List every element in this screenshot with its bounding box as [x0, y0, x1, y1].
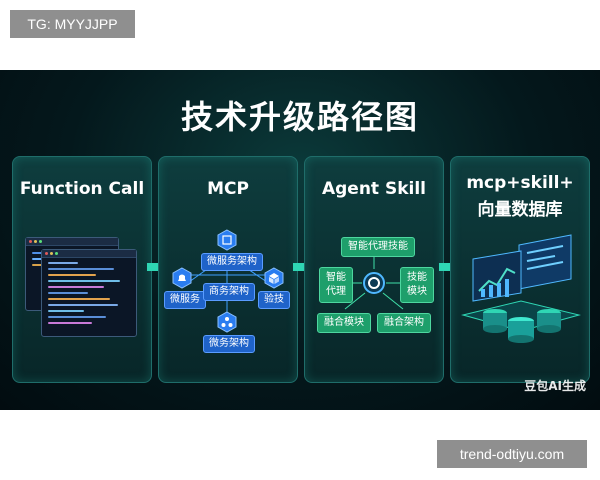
ai-generated-logo: 豆包AI生成 — [524, 379, 586, 393]
bottom-url-label: trend-odtiyu.com — [437, 440, 587, 468]
stage-title-mcp: MCP — [207, 179, 249, 199]
hexagon-chip-icon — [217, 229, 237, 251]
top-tag-label: TG: MYYJJPP — [10, 10, 135, 38]
skill-connector-lines — [344, 255, 404, 310]
code-window-front — [41, 249, 137, 337]
vector-database-illustration-icon — [461, 234, 581, 343]
mcp-node-center: 商务架构 — [203, 283, 255, 301]
cube-icon — [264, 267, 284, 289]
mcp-node-left: 微服务 — [164, 291, 206, 309]
skill-node-bottom-left: 融合模块 — [317, 313, 371, 333]
mcp-node-top: 微服务架构 — [201, 253, 263, 271]
mcp-node-right: 验技 — [258, 291, 290, 309]
banner-title: 技术升级路径图 — [180, 98, 419, 136]
stage-panel-mcp: MCP 微服务架构 微服务 商务架构 验技 — [158, 156, 298, 383]
skill-node-left: 智能 代理 — [319, 267, 353, 303]
stage-title-vector-db-line2: 向量数据库 — [477, 200, 563, 220]
skill-node-bottom-right: 融合架构 — [377, 313, 431, 333]
stage-title-function-call: Function Call — [19, 179, 145, 199]
skill-node-top: 智能代理技能 — [341, 237, 415, 257]
stage-panel-function-call: Function Call — [12, 156, 152, 383]
stage-panel-vector-db: mcp+skill+ 向量数据库 — [450, 156, 590, 383]
stage-title-agent-skill: Agent Skill — [321, 179, 427, 199]
stage-panel-agent-skill: Agent Skill 智能代理技能 智能 代理 技能 模块 融合模块 融合架构 — [304, 156, 444, 383]
network-icon — [217, 311, 237, 333]
skill-node-right: 技能 模块 — [400, 267, 434, 303]
bell-icon — [172, 267, 192, 289]
mcp-node-bottom: 微务架构 — [203, 335, 255, 353]
stage-title-vector-db-line1: mcp+skill+ — [466, 173, 574, 193]
roadmap-banner: 技术升级路径图 Function Call — [0, 70, 600, 410]
core-ring-icon — [363, 272, 385, 294]
